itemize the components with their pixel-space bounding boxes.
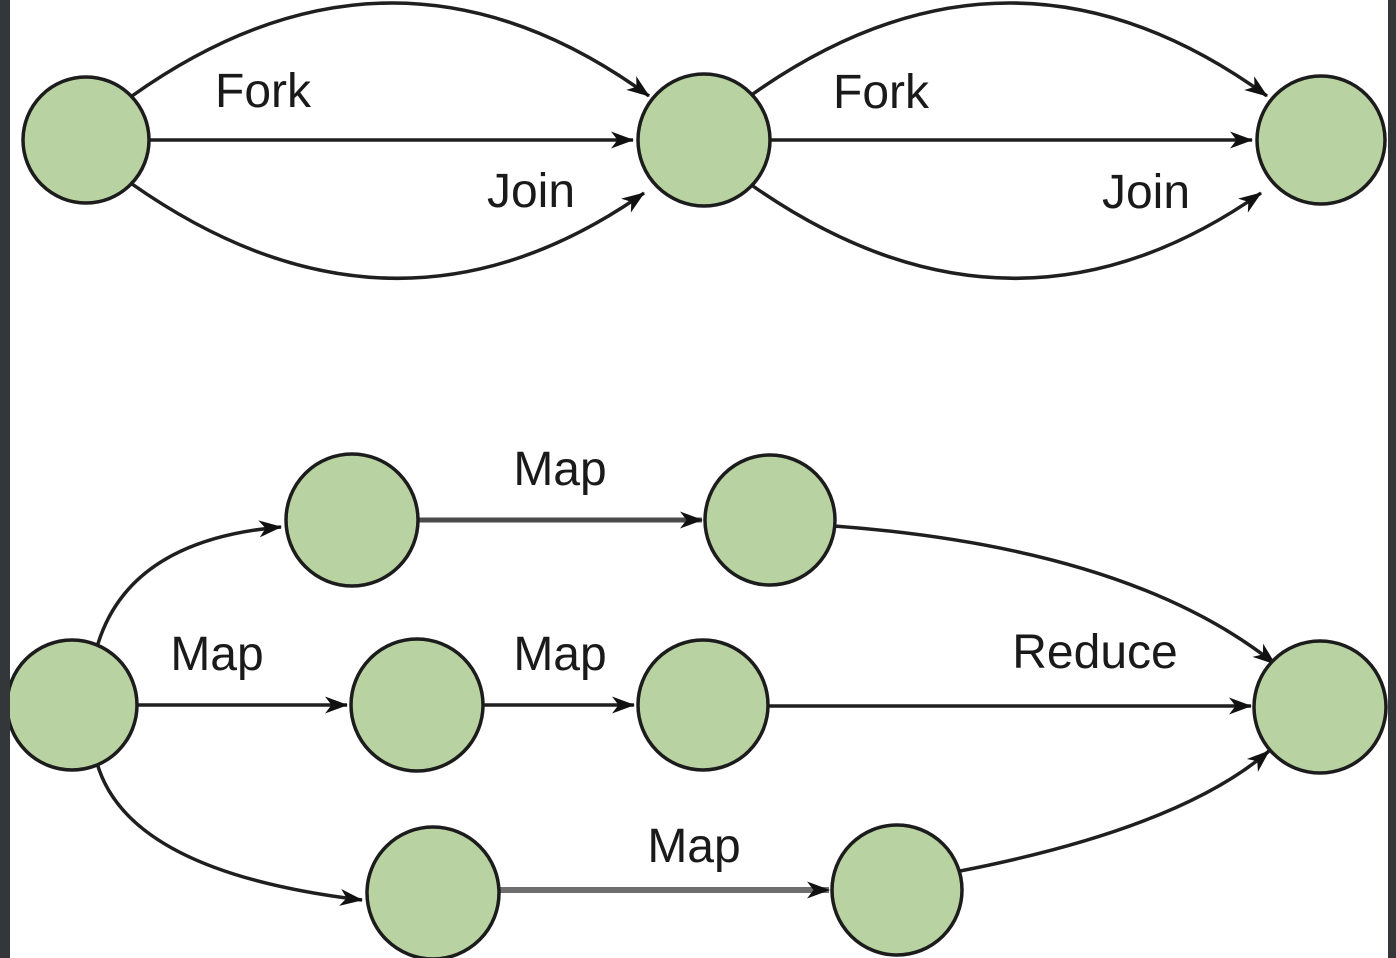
source-to-top-arc-edge (95, 520, 282, 648)
fork-join-node-3 (1255, 74, 1387, 206)
top-to-sink-arc-edge (833, 524, 1277, 666)
fork-join-node-2 (636, 72, 772, 208)
edge-label-reduce: Reduce (1012, 626, 1177, 679)
join-arc-edge-2 (748, 182, 1263, 281)
edge-label-map-mid-1: Map (170, 628, 263, 681)
edge-label-join-2: Join (1102, 166, 1190, 219)
edge-label-fork-1: Fork (215, 65, 312, 118)
frame-right-edge (1388, 0, 1396, 958)
fork-arc-edge-2 (748, 1, 1269, 98)
fork-join-node-1 (21, 75, 151, 205)
map-reduce-middle-node-2 (636, 638, 770, 772)
bottom-to-sink-arc-edge (959, 749, 1271, 873)
frame-left-edge (0, 0, 10, 958)
map-reduce-bottom-node-1 (365, 825, 501, 958)
edge-label-map-bottom: Map (647, 820, 740, 873)
map-reduce-bottom-node-2 (830, 823, 964, 957)
map-reduce-top-node-2 (703, 453, 837, 587)
edge-label-map-mid-2: Map (513, 628, 606, 681)
fork-join-graph: Fork Join Fork Join (21, 1, 1387, 281)
source-to-bottom-arc-edge (95, 762, 363, 906)
fork-arc-edge-1 (130, 1, 651, 98)
edge-label-map-top: Map (513, 443, 606, 496)
map-reduce-middle-node-1 (349, 637, 485, 773)
map-reduce-source-node (5, 638, 139, 772)
edge-label-join-1: Join (487, 165, 575, 218)
map-reduce-graph: Map Map Map Reduce Map (5, 443, 1388, 958)
map-reduce-top-node-1 (284, 452, 420, 588)
map-reduce-sink-node (1252, 639, 1388, 775)
join-arc-edge-1 (130, 182, 646, 281)
edge-label-fork-2: Fork (833, 66, 930, 119)
